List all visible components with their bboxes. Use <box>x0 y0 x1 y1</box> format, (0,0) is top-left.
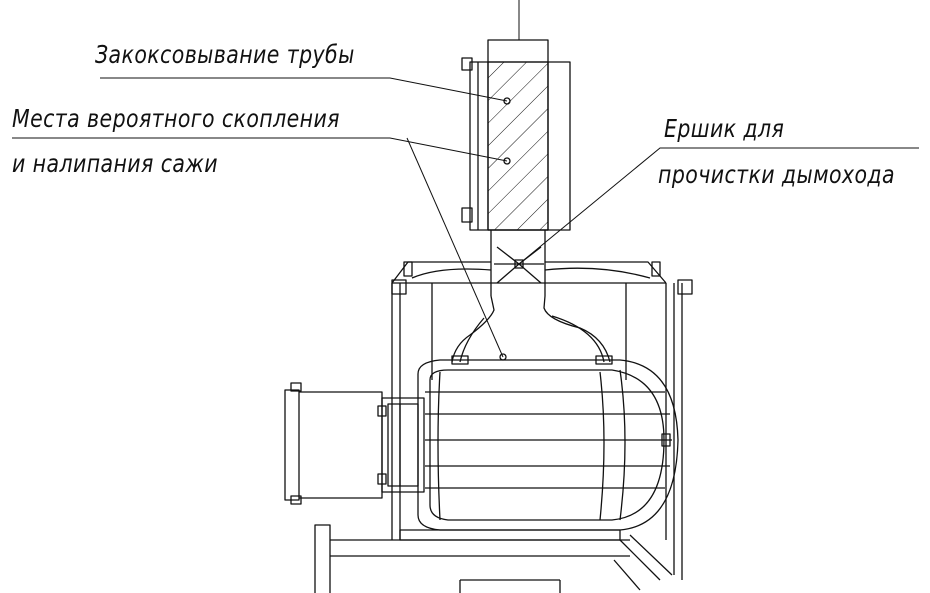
soot-marker-pipe <box>503 157 511 165</box>
firebox <box>417 355 679 531</box>
label-soot-line2: и налипания сажи <box>12 149 218 178</box>
label-brush-line1: Ершик для <box>664 114 785 143</box>
label-soot-line1: Места вероятного скопления <box>12 104 340 133</box>
coking-marker <box>503 97 511 105</box>
fuel-door <box>284 382 425 505</box>
leader-lines <box>12 77 919 358</box>
label-pipe-coking: Закоксовывание трубы <box>95 40 355 69</box>
soot-marker-firebox <box>499 353 507 361</box>
stove-base <box>314 524 673 593</box>
leader-brush <box>518 147 919 265</box>
flue-collar <box>451 295 611 363</box>
leader-coking <box>100 77 508 102</box>
stove-body <box>391 279 693 580</box>
brush-icon <box>494 246 544 284</box>
stove-top-cover <box>391 261 667 284</box>
leader-soot <box>12 137 508 162</box>
leader-soot-firebox <box>406 137 504 358</box>
chimney-pipe <box>487 39 549 296</box>
label-brush-line2: прочистки дымохода <box>658 160 895 189</box>
